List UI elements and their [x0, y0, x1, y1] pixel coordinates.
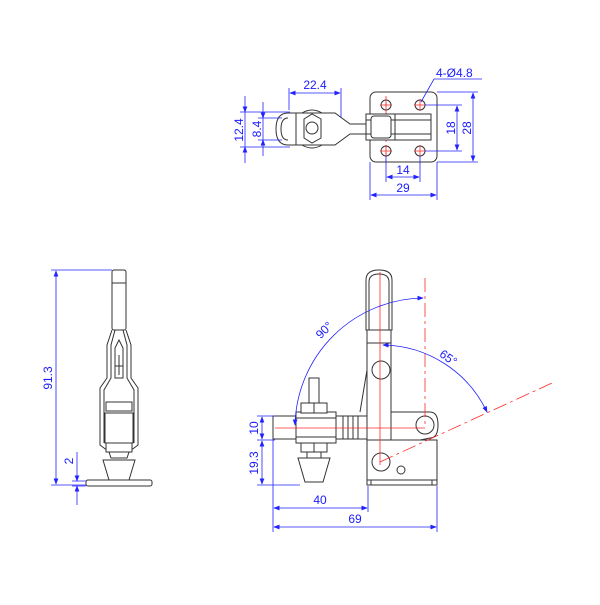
dim-90-deg: 90°: [313, 319, 336, 342]
dim-29: 29: [396, 181, 410, 195]
front-view-dimensions: 90° 65° 10 19.3 40 69: [247, 295, 488, 532]
pivot-pin: [415, 415, 435, 435]
pivot-pin: [371, 452, 391, 472]
angle-arc-65: [382, 342, 488, 413]
side-view: 91.3 2: [41, 269, 153, 505]
nut-bottom: [105, 442, 133, 453]
top-view: 22.4 12.4 8.4 18 28 14 29 4-Ø4.8: [232, 66, 482, 200]
top-view-geometry: [275, 91, 438, 163]
hex-nut: [303, 113, 322, 144]
spindle-foot: [297, 457, 331, 483]
dim-10: 10: [247, 421, 261, 435]
dim-65-deg: 65°: [437, 347, 460, 369]
pivot-pin: [371, 360, 391, 380]
dim-8-4: 8.4: [250, 120, 264, 137]
dim-14: 14: [396, 163, 410, 177]
dim-2: 2: [62, 457, 76, 464]
nut-top: [105, 401, 133, 412]
spindle-thread: [308, 377, 320, 407]
mount-hole: [396, 465, 406, 475]
dim-28: 28: [460, 121, 474, 135]
spindle-loop: [275, 112, 301, 146]
spindle-holder: [104, 412, 134, 444]
angle-arc-90: [292, 295, 424, 426]
side-view-geometry: [85, 269, 153, 487]
base-plate: [85, 479, 153, 487]
spindle-foot: [102, 459, 136, 481]
dim-69: 69: [348, 512, 362, 526]
dim-19-3: 19.3: [247, 451, 261, 475]
side-view-dimensions: 91.3 2: [41, 269, 112, 505]
dim-91-3: 91.3: [41, 366, 55, 390]
spindle-holder: [295, 411, 337, 444]
top-view-dimensions: 22.4 12.4 8.4 18 28 14 29 4-Ø4.8: [232, 66, 482, 200]
hole-callout: 4-Ø4.8: [436, 66, 473, 80]
front-view: 90° 65° 10 19.3 40 69: [247, 269, 553, 532]
dim-18: 18: [444, 121, 458, 135]
dim-12-4: 12.4: [232, 118, 246, 142]
dim-22-4: 22.4: [303, 78, 327, 92]
dim-40: 40: [313, 493, 327, 507]
front-view-geometry: [272, 269, 439, 486]
handle: [111, 269, 127, 331]
